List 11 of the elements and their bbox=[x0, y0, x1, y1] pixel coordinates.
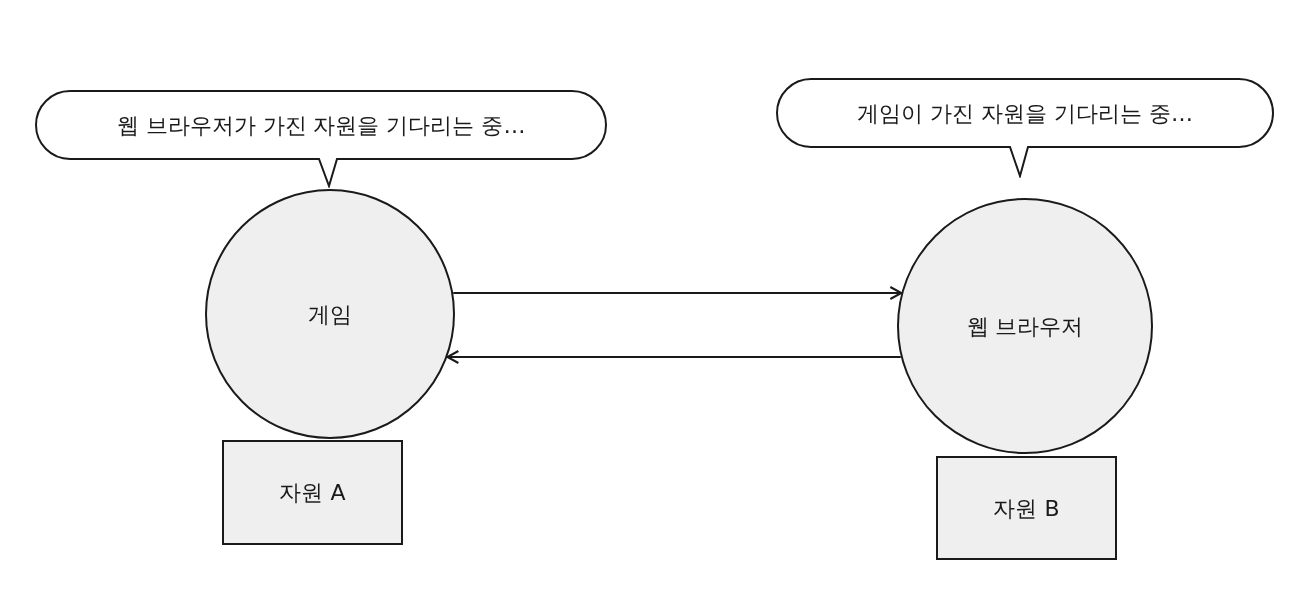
node-label: 게임이 가진 자원을 기다리는 중… bbox=[857, 99, 1193, 128]
resource-box bbox=[222, 440, 403, 545]
resource-box bbox=[936, 456, 1117, 560]
node-label: 웹 브라우저가 가진 자원을 기다리는 중… bbox=[116, 111, 526, 140]
node-label: 게임 bbox=[308, 300, 352, 329]
speech-bubble bbox=[35, 90, 607, 188]
speech-bubble bbox=[776, 78, 1274, 178]
node-label: 웹 브라우저 bbox=[966, 312, 1084, 341]
node-label: 자원 A bbox=[279, 479, 346, 507]
arrow bbox=[446, 350, 902, 364]
node-label: 자원 B bbox=[993, 494, 1060, 523]
